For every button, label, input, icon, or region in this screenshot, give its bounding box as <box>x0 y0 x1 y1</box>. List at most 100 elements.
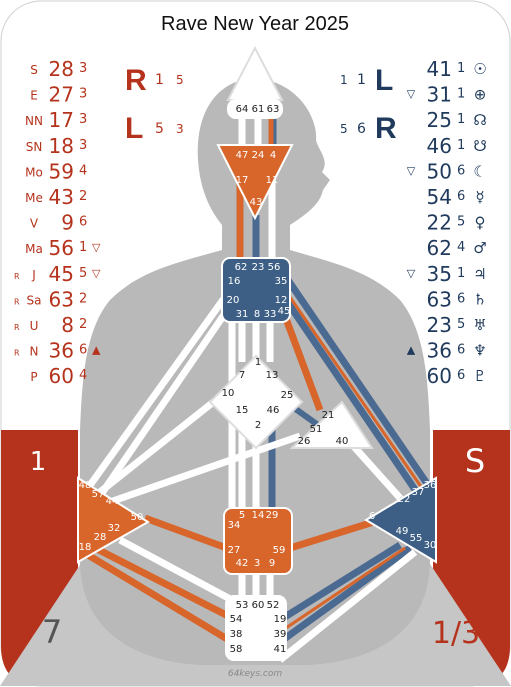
personality-line-number: 6 <box>457 368 465 383</box>
design-planet-label: N <box>30 345 39 359</box>
spleen-center <box>77 476 150 564</box>
design-gate-number: 36 <box>49 339 74 363</box>
gate-label-48: 48 <box>79 480 92 491</box>
variable-right-top-a: 1 <box>340 73 348 87</box>
personality-gate-number: 35 <box>427 262 452 286</box>
design-line-number: 2 <box>79 317 87 332</box>
variable-right-bottom-a: 5 <box>340 122 348 136</box>
variable-left-top-letter: R <box>125 64 147 97</box>
gate-label-49: 49 <box>396 526 409 537</box>
gate-label-45: 45 <box>278 306 291 317</box>
design-retrograde-mark: R <box>14 297 20 306</box>
personality-planet-symbol: ☋ <box>473 137 486 155</box>
gate-label-19: 19 <box>274 614 287 625</box>
gate-label-31: 31 <box>236 309 249 320</box>
gate-label-13: 13 <box>266 370 279 381</box>
channel-50-27 <box>143 514 234 554</box>
design-line-number: 4 <box>79 163 87 178</box>
personality-line-number: 6 <box>457 189 465 204</box>
gate-label-35: 35 <box>275 276 288 287</box>
design-line-number: 2 <box>79 291 87 306</box>
gate-label-21: 21 <box>322 410 335 421</box>
ajna-center <box>216 144 294 221</box>
design-planet-label: Ma <box>25 242 43 256</box>
channel-40-37 <box>345 437 403 501</box>
gate-label-3: 3 <box>254 558 260 569</box>
gate-label-17: 17 <box>236 175 249 186</box>
design-fixing-mark: ▽ <box>92 241 101 254</box>
gate-label-44: 44 <box>106 496 119 507</box>
channel-10-57 <box>97 389 229 495</box>
personality-line-number: 1 <box>457 87 465 102</box>
heart-center <box>289 400 374 449</box>
corner-label-bottom-left: 7 <box>42 613 62 651</box>
personality-gate-number: 46 <box>427 134 452 158</box>
gate-label-20: 20 <box>227 295 240 306</box>
personality-line-number: 1 <box>457 138 465 153</box>
design-line-number: 6 <box>79 215 87 230</box>
gate-label-18: 18 <box>79 542 92 553</box>
gate-label-28: 28 <box>94 532 107 543</box>
personality-gate-number: 25 <box>427 108 452 132</box>
personality-line-number: 1 <box>457 61 465 76</box>
design-gate-number: 43 <box>49 185 74 209</box>
gate-label-47: 47 <box>236 150 249 161</box>
gate-label-40: 40 <box>336 436 349 447</box>
gate-label-55: 55 <box>410 533 423 544</box>
gate-label-52: 52 <box>267 600 280 611</box>
personality-planet-symbol: ♆ <box>473 342 486 360</box>
gate-label-27: 27 <box>228 545 241 556</box>
personality-fixing-mark: ▽ <box>407 267 416 280</box>
personality-fixing-mark: ▽ <box>407 164 416 177</box>
gate-label-15: 15 <box>236 405 249 416</box>
personality-planet-symbol: ♇ <box>473 367 486 385</box>
solar-plexus-center <box>364 476 437 564</box>
personality-line-number: 5 <box>457 317 465 332</box>
gate-label-38: 38 <box>230 629 243 640</box>
gate-label-63: 63 <box>267 104 280 115</box>
personality-planet-symbol: ☊ <box>473 111 486 129</box>
gate-label-32: 32 <box>108 523 121 534</box>
gate-label-61: 61 <box>252 104 265 115</box>
gate-label-37: 37 <box>412 487 425 498</box>
gate-label-14: 14 <box>252 510 265 521</box>
gate-label-54: 54 <box>230 614 243 625</box>
design-gate-number: 17 <box>49 108 74 132</box>
gate-label-60: 60 <box>252 600 265 611</box>
gate-label-42: 42 <box>236 558 249 569</box>
design-retrograde-mark: R <box>14 349 20 358</box>
design-line-number: 4 <box>79 368 87 383</box>
design-line-number: 3 <box>79 87 87 102</box>
personality-planet-symbol: ♀ <box>475 214 486 232</box>
gate-label-11: 11 <box>266 175 279 186</box>
design-gate-number: 60 <box>49 364 74 388</box>
design-line-number: 5 <box>79 266 87 281</box>
corner-label-left: 1 <box>30 447 47 477</box>
personality-gate-number: 54 <box>427 185 452 209</box>
gate-label-51: 51 <box>310 424 323 435</box>
personality-gate-number: 23 <box>427 313 452 337</box>
gate-label-56: 56 <box>268 262 281 273</box>
channel-12-22 <box>283 298 421 496</box>
variable-left-top-b: 5 <box>176 73 184 87</box>
personality-planet-symbol: ♂ <box>473 239 486 257</box>
channel-49-19-design <box>279 546 406 634</box>
variable-right-top-b: 1 <box>357 72 366 88</box>
variable-right-bottom-letter: R <box>375 112 397 145</box>
design-planet-label: E <box>30 89 38 103</box>
personality-planet-symbol: ⊕ <box>474 86 487 104</box>
personality-planet-symbol: ♃ <box>473 265 486 283</box>
channel-20-57 <box>97 304 233 498</box>
gate-label-6: 6 <box>369 511 375 522</box>
design-line-number: 3 <box>79 138 87 153</box>
personality-gate-number: 60 <box>427 364 452 388</box>
design-gate-number: 9 <box>61 211 74 235</box>
variable-right-bottom-b: 6 <box>357 121 366 137</box>
personality-planet-symbol: ☾ <box>473 162 486 180</box>
design-fixing-mark: ▲ <box>92 344 101 357</box>
gate-label-26: 26 <box>298 436 311 447</box>
personality-gate-number: 22 <box>427 211 452 235</box>
gate-label-9: 9 <box>269 558 275 569</box>
